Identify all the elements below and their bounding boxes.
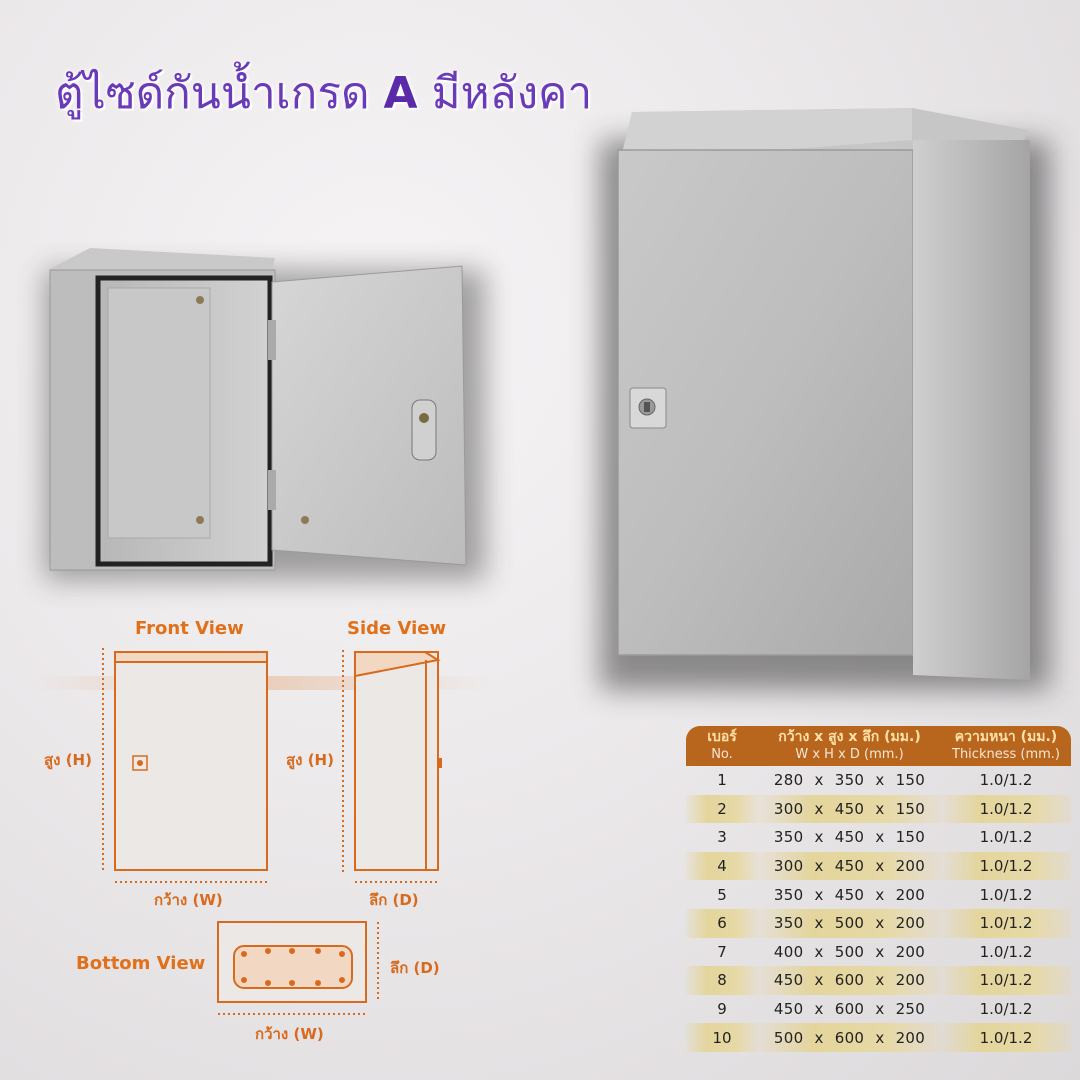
row-dims: 350 x 450 x 200 — [773, 885, 926, 904]
table-row: 10 500 x 600 x 200 1.0/1.2 — [686, 1023, 1071, 1052]
table-row: 9 450 x 600 x 250 1.0/1.2 — [686, 995, 1071, 1024]
header-no: เบอร์ No. — [686, 726, 758, 766]
row-thickness: 1.0/1.2 — [979, 771, 1033, 790]
row-dims: 300 x 450 x 150 — [758, 794, 941, 824]
row-thickness: 1.0/1.2 — [979, 828, 1033, 847]
row-dims: 300 x 450 x 200 — [758, 851, 941, 881]
side-view-drawing — [342, 650, 442, 883]
table-row: 1 280 x 350 x 150 1.0/1.2 — [686, 766, 1071, 795]
bottom-depth-label: ลึก (D) — [390, 959, 440, 977]
title-suffix: มีหลังคา — [431, 68, 593, 119]
row-no: 9 — [717, 1000, 727, 1019]
row-no: 4 — [686, 851, 758, 881]
side-depth-label: ลึก (D) — [369, 891, 419, 909]
table-row: 3 350 x 450 x 150 1.0/1.2 — [686, 823, 1071, 852]
header-thickness: ความหนา (มม.) Thickness (mm.) — [941, 726, 1071, 766]
row-thickness: 1.0/1.2 — [941, 794, 1071, 824]
header-dims: กว้าง x สูง x ลึก (มม.) W x H x D (mm.) — [758, 726, 941, 766]
row-thickness: 1.0/1.2 — [979, 885, 1033, 904]
spec-table-header: เบอร์ No. กว้าง x สูง x ลึก (มม.) W x H … — [686, 726, 1071, 766]
row-no: 1 — [717, 771, 727, 790]
row-dims: 400 x 500 x 200 — [773, 942, 926, 961]
spec-table: เบอร์ No. กว้าง x สูง x ลึก (มม.) W x H … — [686, 726, 1071, 1052]
header-dims-en: W x H x D (mm.) — [795, 747, 904, 762]
row-thickness: 1.0/1.2 — [979, 1000, 1033, 1019]
header-thick-en: Thickness (mm.) — [952, 747, 1060, 762]
row-no: 8 — [686, 966, 758, 995]
row-dims: 350 x 450 x 150 — [773, 828, 926, 847]
row-dims: 280 x 350 x 150 — [773, 771, 926, 790]
row-no: 3 — [717, 828, 727, 847]
table-row: 7 400 x 500 x 200 1.0/1.2 — [686, 938, 1071, 967]
side-view-label: Side View — [347, 618, 447, 639]
side-height-label: สูง (H) — [286, 751, 334, 769]
page-title: ตู้ไซด์กันน้ำเกรด A มีหลังคา — [55, 58, 592, 128]
front-height-label: สูง (H) — [44, 751, 92, 769]
row-no: 2 — [686, 794, 758, 824]
row-no: 5 — [717, 885, 727, 904]
row-no: 7 — [717, 942, 727, 961]
closed-cabinet-photo — [600, 108, 1050, 690]
bottom-view-drawing — [217, 921, 379, 1015]
header-thick-th: ความหนา (มม.) — [954, 729, 1058, 745]
bottom-view-label: Bottom View — [76, 953, 206, 974]
row-dims: 450 x 600 x 200 — [758, 966, 941, 995]
row-dims: 500 x 600 x 200 — [758, 1023, 941, 1052]
table-row: 5 350 x 450 x 200 1.0/1.2 — [686, 880, 1071, 909]
table-row: 6 350 x 500 x 200 1.0/1.2 — [686, 908, 1071, 938]
front-view-drawing — [102, 648, 268, 883]
row-thickness: 1.0/1.2 — [941, 1023, 1071, 1052]
title-text: ตู้ไซด์กันน้ำเกรด — [55, 68, 370, 119]
front-view-label: Front View — [135, 618, 244, 639]
header-no-th: เบอร์ — [707, 729, 737, 745]
row-thickness: 1.0/1.2 — [941, 851, 1071, 881]
row-no: 6 — [686, 908, 758, 938]
bottom-width-label: กว้าง (W) — [255, 1025, 324, 1043]
row-thickness: 1.0/1.2 — [941, 908, 1071, 938]
row-dims: 450 x 600 x 250 — [773, 1000, 926, 1019]
open-cabinet-photo — [45, 248, 485, 580]
title-grade: A — [383, 68, 418, 119]
table-row: 2 300 x 450 x 150 1.0/1.2 — [686, 794, 1071, 824]
row-thickness: 1.0/1.2 — [941, 966, 1071, 995]
front-width-label: กว้าง (W) — [154, 891, 223, 909]
header-dims-th: กว้าง x สูง x ลึก (มม.) — [778, 729, 921, 745]
table-row: 8 450 x 600 x 200 1.0/1.2 — [686, 966, 1071, 995]
row-no: 10 — [686, 1023, 758, 1052]
header-no-en: No. — [711, 747, 733, 762]
row-dims: 350 x 500 x 200 — [758, 908, 941, 938]
table-row: 4 300 x 450 x 200 1.0/1.2 — [686, 851, 1071, 881]
row-thickness: 1.0/1.2 — [979, 942, 1033, 961]
